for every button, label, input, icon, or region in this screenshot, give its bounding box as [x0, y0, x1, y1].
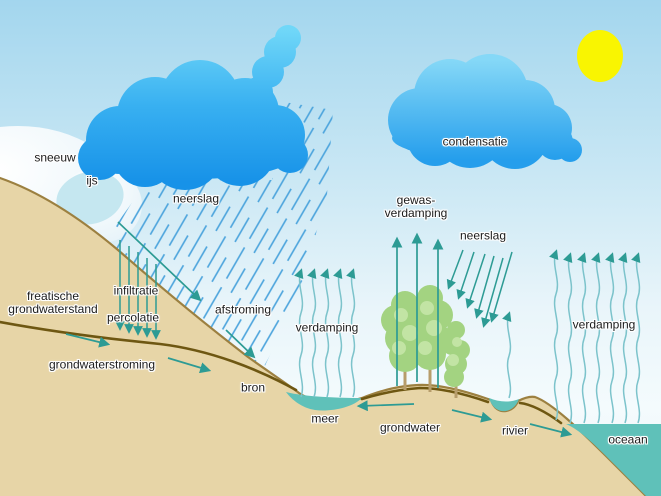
infiltration-lines	[115, 240, 161, 340]
ice-patch	[56, 171, 124, 225]
crop-evaporation-arrows	[391, 232, 444, 388]
rain-cloud	[78, 25, 308, 190]
runoff-arrow-lower	[225, 329, 256, 359]
land-surface-outline	[0, 176, 648, 496]
river-to-ocean-arrow	[529, 423, 573, 438]
flow-arrows	[65, 221, 573, 438]
groundwater-flow-arrow-2	[167, 357, 212, 374]
river	[489, 398, 519, 412]
runoff-arrow-upper	[117, 221, 202, 302]
precipitation-arrows-right	[446, 249, 513, 328]
groundwater-to-lake-arrow	[356, 400, 415, 412]
lake	[286, 392, 362, 411]
sun	[577, 30, 623, 82]
groundwater-to-river-arrow	[451, 409, 493, 423]
condensation-cloud	[388, 54, 582, 169]
groundwater-flow-arrow-1	[65, 333, 111, 348]
ocean	[566, 424, 661, 496]
groundwater-table-line	[0, 320, 563, 425]
